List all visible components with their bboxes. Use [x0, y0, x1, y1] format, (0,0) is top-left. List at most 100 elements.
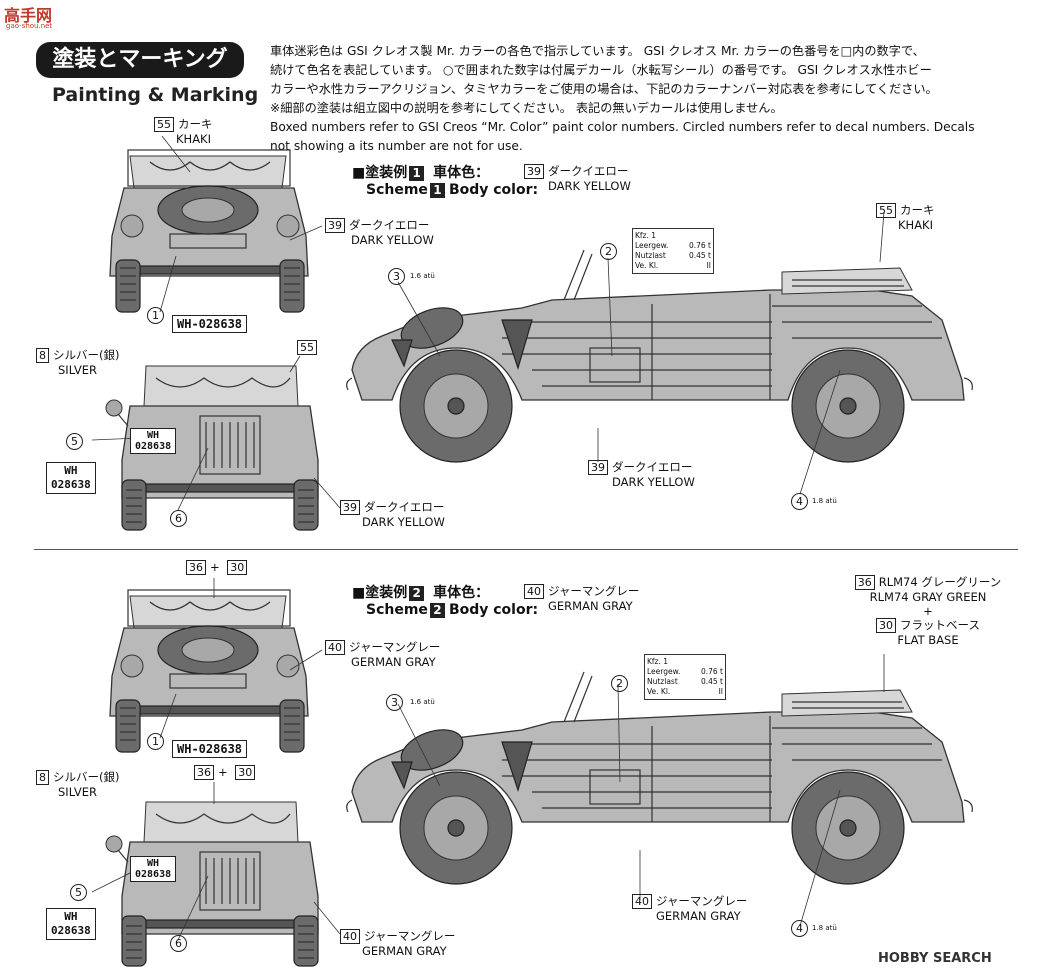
paint-name-en: SILVER — [58, 785, 97, 799]
s1-decal-6: 6 — [170, 510, 187, 527]
s1-rear-plate: WH 028638 — [46, 462, 96, 494]
site-logo-url: gao-shou.net — [6, 22, 53, 30]
s1-pressure-rear: 1.8 atü — [812, 497, 837, 505]
paint-name-en: DARK YELLOW — [548, 179, 631, 193]
s2-stencil-box: Kfz. 1 Leergew. 0.76 t Nutzlast 0.45 t V… — [644, 654, 726, 700]
scheme-divider — [34, 549, 1018, 550]
paint-name-jp: ダークイエロー — [612, 460, 693, 474]
s2-front-top-label: 36 + 30 — [186, 560, 251, 575]
body-color-label: Body color: — [448, 602, 539, 618]
body-color-label: Body color: — [448, 182, 539, 198]
paint-name-en: GERMAN GRAY — [351, 655, 436, 669]
paint-code-box: 30 — [227, 560, 248, 575]
s1-decal-4: 4 — [791, 493, 808, 510]
paint-code-box: 39 — [340, 500, 360, 515]
plate-line: WH — [64, 910, 78, 923]
body-color-label: 車体色： — [433, 585, 490, 601]
s2-front-plate: WH-028638 — [172, 740, 248, 758]
site-logo: 高手网 — [4, 6, 53, 25]
s1-decal-1: 1 — [147, 307, 164, 324]
paint-name-jp: RLM74 グレーグリーン — [878, 575, 1002, 589]
scheme-number: 1 — [429, 183, 445, 198]
s1-pressure-front: 1.6 atü — [410, 272, 435, 280]
s2-pressure-front: 1.6 atü — [410, 698, 435, 706]
section-title-en: Painting & Marking — [52, 84, 259, 106]
scheme-label: ■塗装例 — [352, 585, 408, 601]
paint-name-jp: シルバー(銀) — [53, 348, 120, 362]
paint-code-box: 36 — [194, 765, 214, 780]
s1-front-top-label: 55 カーキ KHAKI — [154, 117, 213, 146]
paint-name-jp: ダークイエロー — [349, 218, 430, 232]
paint-name-en: DARK YELLOW — [351, 233, 434, 247]
paint-name-en: FLAT BASE — [897, 633, 959, 647]
paint-name-en: GERMAN GRAY — [656, 909, 741, 923]
s2-decal-1: 1 — [147, 733, 164, 750]
s2-pressure-rear: 1.8 atü — [812, 924, 837, 932]
stencil-line: Nutzlast 0.45 t — [635, 251, 711, 260]
paint-code-box: 55 — [154, 117, 174, 132]
paint-name-jp: カーキ — [178, 117, 213, 131]
s1-decal-5: 5 — [66, 433, 83, 450]
paint-name-en: DARK YELLOW — [612, 475, 695, 489]
paint-code-box: 39 — [524, 164, 544, 179]
paint-code-box: 30 — [876, 618, 897, 633]
scheme-number: 1 — [409, 166, 425, 181]
s2-rear-top-label: 36+ 30 — [194, 765, 259, 780]
plate-line: 028638 — [135, 441, 172, 452]
plate-line: WH — [64, 464, 78, 477]
paint-name-jp: シルバー(銀) — [53, 770, 120, 784]
paint-name-jp: ジャーマングレー — [656, 894, 748, 908]
paint-name-en: GERMAN GRAY — [362, 944, 447, 958]
s1-stencil-box: Kfz. 1 Leergew. 0.76 t Nutzlast 0.45 t V… — [632, 228, 714, 274]
paint-name-en: RLM74 GRAY GREEN — [869, 590, 987, 604]
scheme-label: ■塗装例 — [352, 165, 408, 181]
stencil-line: Kfz. 1 — [635, 231, 657, 240]
paint-code-box: 8 — [36, 770, 49, 785]
hobby-search-watermark: HOBBY SEARCH — [878, 951, 992, 966]
scheme-number: 2 — [429, 603, 445, 618]
s2-decal-5: 5 — [70, 884, 87, 901]
paint-name-en: SILVER — [58, 363, 97, 377]
scheme-label: Scheme — [366, 182, 428, 198]
paint-name-en: GERMAN GRAY — [548, 599, 633, 613]
plate-line: WH — [147, 430, 160, 441]
plate-line: 028638 — [51, 478, 91, 491]
plus-sign: + — [923, 604, 933, 618]
paint-code-box: 36 — [186, 560, 206, 575]
intro-text: 車体迷彩色は GSI クレオス製 Mr. カラーの各色で指示しています。 GSI… — [270, 42, 1030, 156]
paint-name-en: KHAKI — [898, 218, 933, 232]
scheme-number: 2 — [409, 586, 425, 601]
paint-code-box: 40 — [340, 929, 360, 944]
paint-name-jp: ダークイエロー — [364, 500, 445, 514]
paint-name-jp: ジャーマングレー — [548, 584, 640, 598]
plate-line: WH — [147, 858, 160, 869]
intro-en-line: Boxed numbers refer to GSI Creos “Mr. Co… — [270, 120, 975, 134]
stencil-line: Leergew. 0.76 t — [647, 667, 723, 676]
plate-line: 028638 — [135, 869, 172, 880]
s1-rear-decal-plate: WH 028638 — [130, 428, 177, 454]
s1-rear-top-label: 55 — [297, 340, 321, 355]
stencil-line: Ve. Kl. II — [635, 261, 711, 270]
paint-name-en: KHAKI — [176, 132, 211, 146]
intro-jp-line: ※細部の塗装は組立図中の説明を参考にしてください。 表記の無いデカールは使用しま… — [270, 101, 783, 115]
scheme-label: Scheme — [366, 602, 428, 618]
s2-decal-3: 3 — [386, 694, 403, 711]
paint-code-box: 39 — [588, 460, 608, 475]
s2-silver-label: 8 シルバー(銀) SILVER — [36, 770, 119, 799]
plus-sign: + — [210, 560, 220, 574]
s1-decal-3: 3 — [388, 268, 405, 285]
